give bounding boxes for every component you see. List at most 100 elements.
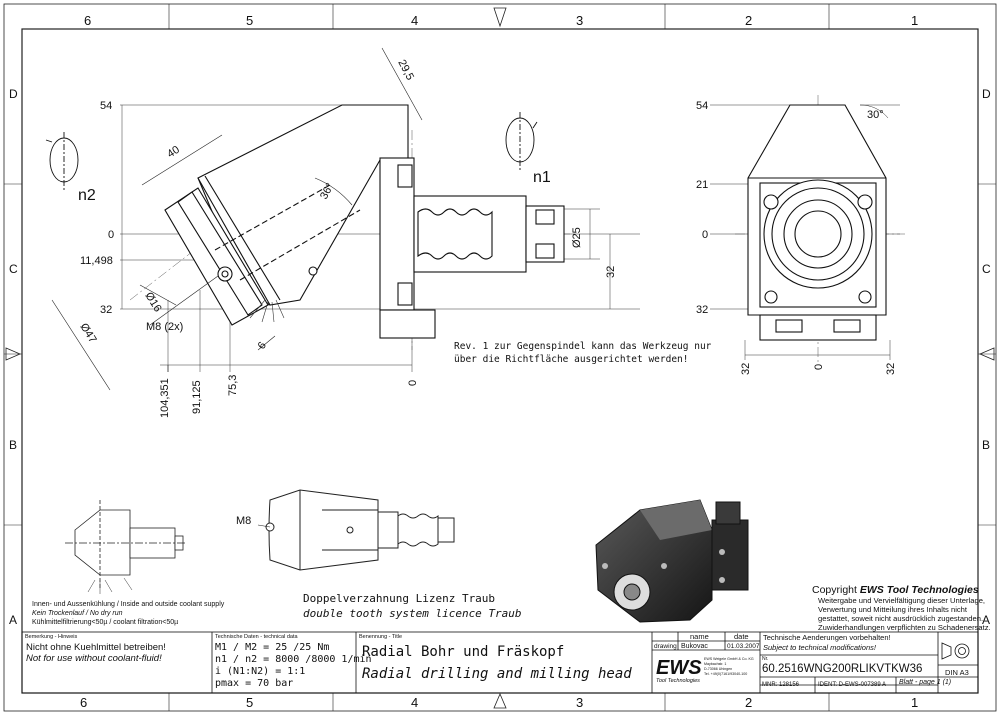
dim-11-498: 11,498 <box>80 255 113 267</box>
side-dim-32: 32 <box>696 304 708 316</box>
dim-6: 6 <box>256 340 269 352</box>
copyright-line-1: Weitergabe und Vervielfältigung dieser U… <box>818 596 985 605</box>
dim-32: 32 <box>100 304 112 316</box>
row-label-a: A <box>9 613 17 627</box>
small-view-m8: M8 <box>236 515 251 527</box>
coolant-line-2: Kein Trockenlauf / No dry run <box>32 610 123 617</box>
dim-40: 40 <box>165 144 182 161</box>
side-dim-0: 0 <box>702 229 708 241</box>
address-3: D-73066 Uhingen <box>704 667 732 671</box>
dim-75-3: 75,3 <box>227 375 239 396</box>
col-label-4: 4 <box>411 13 418 28</box>
dim-dia-25: Ø25 <box>571 227 583 248</box>
row-label-d-right: D <box>982 87 991 101</box>
nr-label: Nr. <box>762 656 768 662</box>
col-label-4-bottom: 4 <box>411 695 418 710</box>
col-date-header: date <box>734 632 749 641</box>
row-label-b-right: B <box>982 438 990 452</box>
ews-logo-sub: Tool Technologies <box>656 678 700 684</box>
col-label-1-bottom: 1 <box>911 695 918 710</box>
tech-torque: M1 / M2 = 25 /25 Nm <box>215 642 329 653</box>
dim-54: 54 <box>100 100 112 112</box>
side-dim-32-right: 32 <box>885 363 897 375</box>
dim-dia-47: Ø47 <box>77 321 98 345</box>
tech-speed: n1 / n2 = 8000 /8000 1/min <box>215 654 372 665</box>
row-label-b: B <box>9 438 17 452</box>
din-format: DIN A3 <box>945 668 969 677</box>
coolant-schematic: Innen- und Aussenkühlung / Inside and ou… <box>32 500 225 626</box>
copyright-line-3: gestattet, soweit nicht ausdrücklich zug… <box>818 614 983 623</box>
side-dim-21: 21 <box>696 179 708 191</box>
n1-label: n1 <box>533 169 551 186</box>
coolant-line-1: Innen- und Aussenkühlung / Inside and ou… <box>32 601 225 608</box>
col-label-6-bottom: 6 <box>80 695 87 710</box>
row-label-a-right: A <box>982 613 990 627</box>
ews-logo: EWS <box>656 657 702 679</box>
note-line-1: Rev. 1 zur Gegenspindel kann das Werkzeu… <box>454 341 712 352</box>
copyright-block: Copyright EWS Tool Technologies Weiterga… <box>812 584 991 632</box>
tech-ratio: i (N1:N2) = 1:1 <box>215 666 305 677</box>
col-label-1: 1 <box>911 13 918 28</box>
dim-104-351: 104,351 <box>159 378 171 418</box>
remark-german: Nicht ohne Kuehlmittel betreiben! <box>26 642 166 653</box>
drawn-by: Bukovac <box>681 643 708 650</box>
note-line-2: über die Richtfläche ausgerichtet werden… <box>454 354 689 365</box>
main-view: 29,5 54 40 36° 0 11,498 32 Ø16 Ø47 M8 (2… <box>45 47 712 418</box>
dim-32-vertical: 32 <box>605 266 617 278</box>
title-english: Radial drilling and milling head <box>362 666 632 682</box>
dim-dia-16: Ø16 <box>142 290 163 314</box>
n2-label: n2 <box>78 187 96 204</box>
mnr: MNR: 128156 <box>762 682 800 688</box>
side-dim-54: 54 <box>696 100 708 112</box>
title-block: Bemerkung - Hinweis Nicht ohne Kuehlmitt… <box>21 631 979 694</box>
caption-german: Doppelverzahnung Lizenz Traub <box>303 592 495 605</box>
remark-label: Bemerkung - Hinweis <box>25 634 78 640</box>
title-label: Benennung - Title <box>359 634 402 640</box>
projection-symbol-icon <box>941 642 970 660</box>
copyright-prefix: Copyright <box>812 584 857 596</box>
m8-thread-label: M8 (2x) <box>146 321 183 333</box>
address-2: Maybachstr. 1 <box>704 662 726 666</box>
small-top-view: M8 Doppelverzahnung Lizenz Traub double … <box>236 489 522 620</box>
iso-render <box>595 499 749 623</box>
changes-german: Technische Aenderungen vorbehalten! <box>763 633 891 642</box>
row-label-c-right: C <box>982 262 991 276</box>
side-dim-32-left: 32 <box>740 363 752 375</box>
col-label-2-bottom: 2 <box>745 695 752 710</box>
dim-0-bottom: 0 <box>407 380 419 386</box>
copyright-line-4: Zuwiderhandlungen verpflichten zu Schade… <box>818 623 991 632</box>
row-label-c: C <box>9 262 18 276</box>
tech-pressure: pmax = 70 bar <box>215 678 293 689</box>
side-view: 54 21 0 32 30° 32 0 32 <box>696 95 905 375</box>
dim-91-125: 91,125 <box>191 380 203 414</box>
col-label-5-bottom: 5 <box>246 695 253 710</box>
col-name-header: name <box>690 632 709 641</box>
copyright-brand: EWS Tool Technologies <box>860 584 979 596</box>
remark-english: Not for use without coolant-fluid! <box>26 653 162 664</box>
dim-0: 0 <box>108 229 114 241</box>
title-german: Radial Bohr und Fräskopf <box>362 644 564 660</box>
copyright-line-2: Verwertung und Mitteilung ihres Inhalts … <box>818 605 968 614</box>
coolant-line-3: Kühlmittelfiltrierung<50µ / coolant filt… <box>32 619 178 626</box>
row-label-d: D <box>9 87 18 101</box>
tech-data-label: Technische Daten - technical data <box>215 634 298 640</box>
address-1: EWS Weigele GmbH & Co. KG <box>704 657 754 661</box>
drawn-date: 01.03.2007 <box>727 643 760 650</box>
ident: IDENT: D-EWS-007389 A <box>818 682 886 688</box>
part-number: 60.2516WNG200RLIKVTKW36 <box>762 663 922 675</box>
address-4: Tel. +49(0)7161/93040-100 <box>704 672 747 676</box>
col-label-3: 3 <box>576 13 583 28</box>
col-label-6: 6 <box>84 13 91 28</box>
side-angle-30: 30° <box>867 109 884 121</box>
zone-labels: 6 5 4 3 2 1 6 5 4 3 2 1 D C B A D C B A <box>9 13 991 710</box>
col-label-2: 2 <box>745 13 752 28</box>
col-label-5: 5 <box>246 13 253 28</box>
changes-english: Subject to technical modifications! <box>763 643 877 652</box>
caption-english: double tooth system licence Traub <box>303 607 522 620</box>
dim-29-5: 29,5 <box>395 58 416 83</box>
col-label-3-bottom: 3 <box>576 695 583 710</box>
side-dim-0-bottom: 0 <box>813 364 825 370</box>
copyright-title: Copyright EWS Tool Technologies <box>812 584 979 596</box>
row-drawing-label: drawing <box>654 643 677 650</box>
